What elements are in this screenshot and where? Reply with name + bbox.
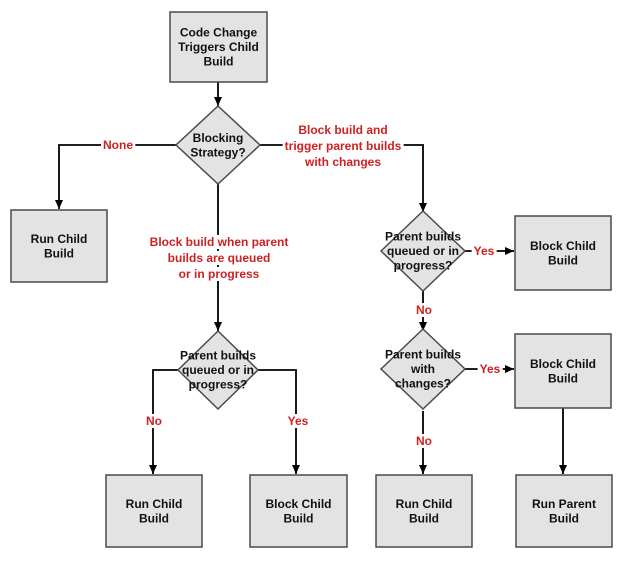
process-box: [375, 474, 473, 548]
edge-label-background: [101, 138, 136, 152]
edge-label-background: [282, 139, 404, 153]
edge-label-left-yes: Yes: [285, 414, 311, 428]
decision-diamond: [174, 104, 262, 186]
edge-label-background: [301, 155, 384, 169]
edge-label-line: trigger parent builds: [285, 139, 402, 153]
edge-label-line: Block build and: [298, 123, 387, 137]
edge-label-background: [147, 235, 291, 249]
edge-label-background: [176, 267, 262, 281]
edge-label-none: None: [101, 138, 136, 152]
edge-label-line: No: [416, 303, 432, 317]
edge-label-block-when-queued: Block build when parent builds are queued…: [147, 235, 291, 281]
process-box: [169, 11, 268, 83]
edge-left-yes: [258, 369, 300, 474]
edge-label-background: [165, 251, 273, 265]
edge-label-line: No: [416, 434, 432, 448]
node-label-line: Build: [548, 253, 578, 267]
node-label-line: with: [410, 362, 435, 376]
edge-label-background: [285, 414, 311, 428]
node-label-line: Parent builds: [180, 349, 256, 363]
process-box: [249, 474, 348, 548]
decision-diamond: [176, 329, 260, 411]
edge-label-line: or in progress: [179, 267, 260, 281]
edge-label-background: [144, 414, 164, 428]
edge-label-line: builds are queued: [168, 251, 271, 265]
edge-label-block-and-trigger: Block build and trigger parent builds with…: [282, 123, 404, 169]
process-box: [515, 474, 613, 548]
edge-left-no: [149, 369, 178, 474]
node-label-line: progress?: [394, 259, 453, 273]
edge-label-line: None: [103, 138, 133, 152]
node-label-line: Code Change: [180, 26, 258, 40]
edge-none-to-run-child: [55, 144, 176, 209]
node-label-line: Build: [44, 246, 74, 260]
node-label-line: Block Child: [530, 239, 596, 253]
node-label-line: Blocking: [193, 131, 244, 145]
edge-label-background: [414, 303, 434, 317]
node-label-line: Build: [284, 511, 314, 525]
node-label-line: queued or in: [387, 244, 459, 258]
node-label-line: changes?: [395, 377, 451, 391]
node-label-line: Block Child: [530, 357, 596, 371]
node-label-line: Build: [548, 371, 578, 385]
process-box: [514, 333, 612, 409]
edge-label-line: Yes: [474, 244, 495, 258]
node-label-line: Run Child: [396, 497, 453, 511]
edge-label-right-top-no: No: [414, 303, 434, 317]
node-label-line: Build: [139, 511, 169, 525]
node-label-line: Run Child: [126, 497, 183, 511]
edge-label-line: Yes: [480, 362, 501, 376]
decision-diamond: [379, 327, 467, 411]
node-label-line: Build: [409, 511, 439, 525]
node-label-line: progress?: [189, 378, 248, 392]
node-label-line: Parent builds: [385, 230, 461, 244]
process-box: [10, 209, 108, 283]
decision-diamond: [379, 209, 467, 293]
node-label-line: Triggers Child: [178, 40, 259, 54]
node-label-line: Run Child: [31, 232, 88, 246]
edge-label-changes-yes: Yes: [477, 362, 503, 376]
node-label-line: Build: [549, 511, 579, 525]
node-label-line: Build: [204, 55, 234, 69]
edge-label-line: Yes: [288, 414, 309, 428]
edge-label-line: No: [146, 414, 162, 428]
edge-label-line: with changes: [304, 155, 381, 169]
edge-label-right-top-yes: Yes: [471, 244, 497, 258]
edge-label-line: Block build when parent: [150, 235, 289, 249]
edge-label-background: [296, 123, 390, 137]
edge-label-left-no: No: [144, 414, 164, 428]
node-label-line: Block Child: [265, 497, 331, 511]
edge-label-background: [477, 362, 503, 376]
node-label-line: queued or in: [182, 363, 254, 377]
edge-label-background: [414, 434, 434, 448]
edge-label-changes-no: No: [414, 434, 434, 448]
process-box: [514, 215, 612, 291]
node-label-line: Run Parent: [532, 497, 596, 511]
node-label-line: Strategy?: [190, 145, 245, 159]
edge-label-background: [471, 244, 497, 258]
node-label-line: Parent builds: [385, 348, 461, 362]
process-box: [105, 474, 203, 548]
